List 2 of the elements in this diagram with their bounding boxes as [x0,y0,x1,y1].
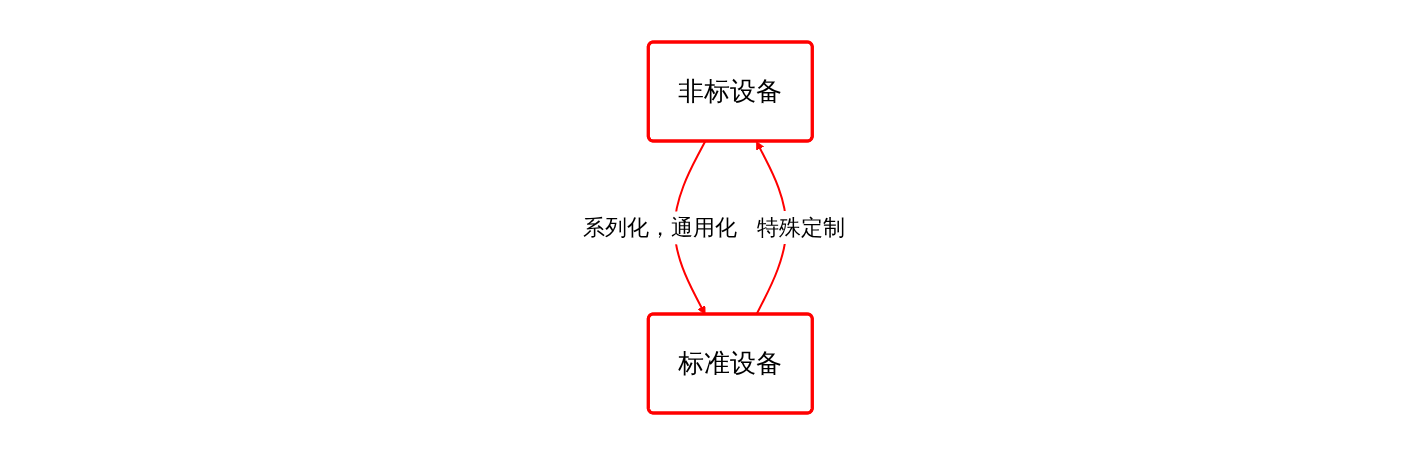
edge-label: 系列化，通用化 [583,214,738,240]
edge-label: 特殊定制 [756,214,845,240]
